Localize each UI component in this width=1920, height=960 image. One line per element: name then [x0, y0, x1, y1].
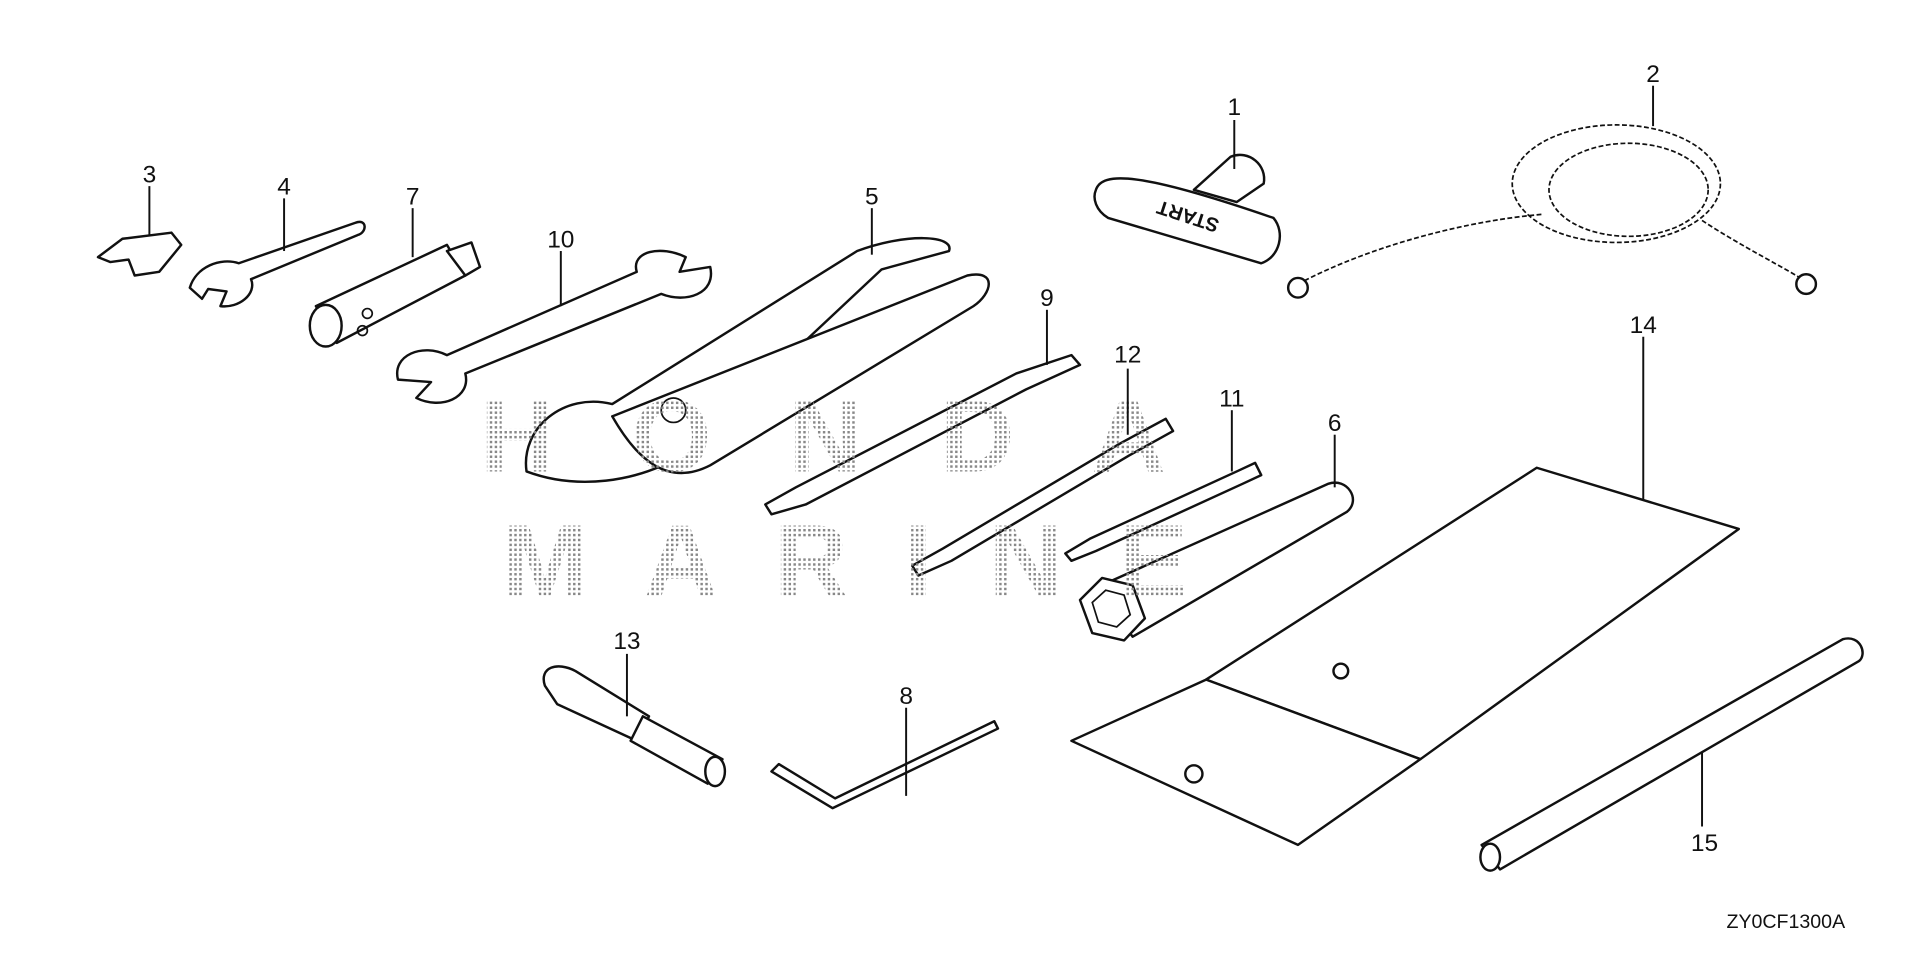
part-9-screwdriver: [764, 353, 1082, 516]
part-14-tool-bag: [1070, 466, 1740, 847]
callout-13: 13: [613, 628, 641, 717]
svg-text:3: 3: [143, 161, 157, 188]
part-8-hex-key: [770, 720, 1000, 810]
callout-6: 6: [1328, 410, 1342, 488]
callout-1: 1: [1227, 94, 1241, 169]
part-7-socket: [308, 241, 482, 348]
callouts: 1 2 3 4 5 6 7 8 9 10 11 12 13 14 15: [143, 61, 1719, 857]
callout-2: 2: [1646, 61, 1660, 127]
callout-9: 9: [1040, 285, 1054, 365]
diagram-code: ZY0CF1300A: [1727, 911, 1847, 933]
part-12-screwdriver: [911, 417, 1175, 577]
part-6-spanner: [1078, 481, 1355, 642]
svg-text:8: 8: [899, 683, 913, 710]
svg-text:5: 5: [865, 183, 879, 210]
svg-text:10: 10: [547, 226, 574, 253]
part-5-pliers: [524, 236, 990, 483]
callout-14: 14: [1630, 312, 1657, 500]
part-10-wrench: [395, 249, 713, 404]
callout-8: 8: [899, 683, 913, 796]
svg-text:7: 7: [406, 183, 420, 210]
svg-text:12: 12: [1114, 341, 1141, 368]
part-13-driver-handle: [542, 665, 727, 788]
svg-text:2: 2: [1646, 61, 1660, 88]
part-15-rod: [1479, 637, 1864, 872]
svg-text:9: 9: [1040, 285, 1054, 312]
part-4-wrench: [188, 220, 366, 308]
callout-5: 5: [865, 183, 879, 255]
svg-text:4: 4: [277, 174, 291, 201]
svg-text:6: 6: [1328, 410, 1342, 437]
callout-12: 12: [1114, 341, 1141, 435]
svg-text:13: 13: [613, 628, 640, 655]
svg-text:11: 11: [1219, 386, 1244, 413]
svg-text:14: 14: [1630, 312, 1657, 339]
callout-11: 11: [1219, 386, 1245, 472]
callout-3: 3: [143, 161, 157, 236]
svg-text:1: 1: [1227, 94, 1241, 121]
callout-7: 7: [406, 183, 420, 258]
part-3-clip: [96, 231, 183, 277]
callout-10: 10: [547, 226, 574, 307]
callout-4: 4: [277, 174, 291, 252]
part-2-rope: [1286, 124, 1818, 299]
callout-15: 15: [1691, 753, 1718, 857]
svg-text:15: 15: [1691, 830, 1718, 857]
part-1-start-grip: START: [1093, 153, 1282, 265]
part-11-screwdriver: [1064, 461, 1263, 563]
